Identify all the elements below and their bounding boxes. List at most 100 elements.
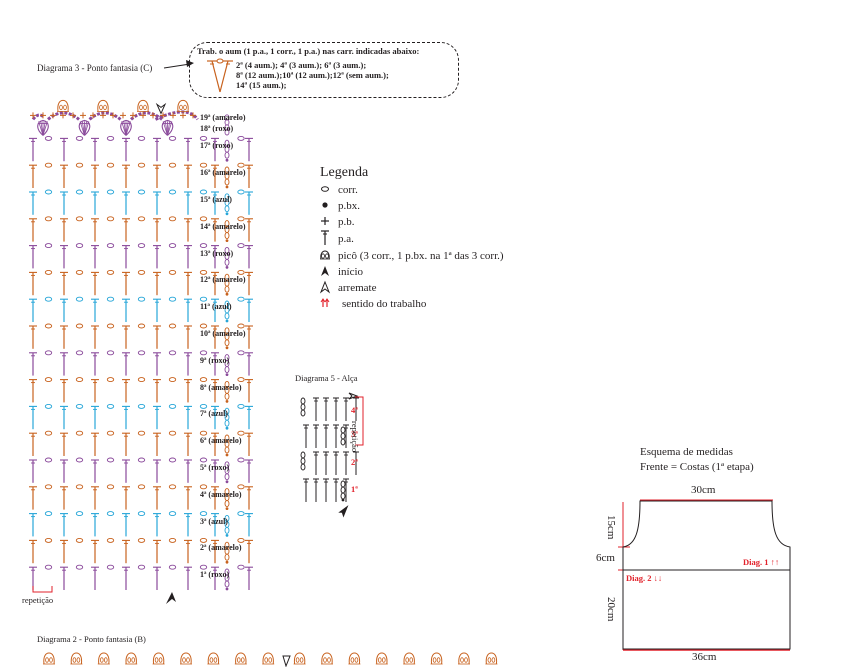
single-crochet-symbol [130, 112, 136, 119]
chain-stitch [75, 243, 84, 249]
single-crochet-plus-icon [318, 216, 332, 229]
chain-stitch [137, 323, 146, 329]
stitch-row [29, 564, 253, 591]
chain-arch [47, 111, 80, 121]
chain-stitch [237, 162, 245, 168]
picot-symbol [234, 652, 247, 665]
increase-note-title: Trab. o aum (1 p.a., 1 corr., 1 p.a.) na… [197, 46, 420, 56]
chain-stitch [106, 189, 115, 195]
picot-chain [45, 657, 49, 663]
chain-stitch [137, 350, 146, 356]
chain-stitch [199, 135, 208, 141]
chain-stitch [44, 511, 53, 517]
diag1-label: Diag. 1 ↑↑ [743, 557, 780, 567]
single-crochet-symbol [60, 112, 66, 119]
chain-stitch [199, 216, 208, 222]
picot-chain [295, 657, 300, 663]
picot-chain [323, 657, 327, 663]
finish-arrow-icon [348, 392, 359, 400]
chain-stitch [44, 243, 53, 249]
chain-stitch [237, 189, 245, 195]
stitch-row [29, 377, 253, 403]
picot-chain [213, 657, 218, 663]
chain-stitch [44, 430, 53, 436]
row-label: 19ª (amarelo) [200, 113, 246, 123]
chain-stitch [137, 189, 146, 195]
picot-chain [103, 104, 107, 111]
chain-stitch [75, 135, 84, 141]
chain-stitch [224, 300, 230, 308]
picot-chain [432, 657, 437, 663]
row-label: 6ª (amarelo) [200, 436, 242, 446]
picot-arc [430, 652, 443, 665]
double-crochet-t-icon [318, 229, 332, 249]
slip-stitch [225, 534, 229, 537]
chain-stitch [224, 380, 230, 388]
chain-stitch [137, 511, 146, 517]
chain-stitch [168, 296, 177, 302]
chain-stitch [75, 269, 84, 275]
chain-stitch [199, 430, 208, 436]
legend-item: corr. [318, 182, 504, 198]
legend-label: picô (3 corr., 1 p.bx. na 1ª das 3 corr.… [338, 250, 504, 262]
slip-stitch [225, 266, 229, 269]
picot-symbol [348, 652, 361, 665]
row-label: 11ª (azul) [200, 302, 232, 312]
slip-stitch [225, 239, 229, 243]
picot-arc [485, 652, 498, 665]
chain-stitch [137, 216, 146, 222]
chain-stitch [237, 484, 245, 490]
strap-row [303, 478, 349, 502]
picot-arc [376, 652, 388, 665]
slip-stitch [225, 212, 229, 216]
slip-stitch [225, 292, 229, 296]
increase-note-box [189, 42, 459, 98]
stitch-row [29, 484, 253, 510]
slip-stitch [225, 507, 229, 510]
chain-stitch [224, 488, 230, 496]
chain-stitch [168, 564, 177, 570]
picot-arc [177, 99, 189, 112]
picot-arc [458, 652, 470, 665]
chain-stitch [237, 430, 245, 436]
stitch-row [29, 243, 253, 269]
chain-stitch [106, 269, 115, 275]
stitch-row [29, 323, 253, 350]
picot-symbol [57, 99, 69, 112]
legend-item: sentido do trabalho [318, 296, 504, 312]
bottom-width-label: 36cm [692, 651, 717, 663]
picot-symbol [70, 652, 83, 665]
row-label: 18ª (roxo) [200, 124, 234, 134]
finish-arrow-icon [318, 280, 332, 296]
chain-stitch [44, 403, 53, 409]
picot-arc [403, 652, 415, 665]
chain-stitch [300, 409, 306, 417]
row-label: 8ª (amarelo) [200, 382, 242, 392]
row-label: 2ª (amarelo) [200, 543, 242, 553]
slip-stitch [225, 319, 229, 323]
chain-stitch [106, 430, 115, 436]
chain-stitch [199, 189, 208, 195]
chain-stitch [106, 162, 115, 168]
chain-stitch [199, 323, 208, 329]
repeat-label: repetição [22, 595, 54, 605]
picot-symbol [403, 652, 416, 665]
slip-stitch [341, 498, 345, 502]
chain-stitch [168, 216, 177, 222]
picot-arc [207, 652, 220, 665]
strap-row [300, 451, 359, 475]
diagram5-title: Diagrama 5 - Alça [295, 373, 358, 383]
single-crochet-symbol [30, 112, 36, 119]
stitch-row [29, 511, 253, 537]
chain-stitch [199, 296, 208, 302]
chain-stitch [75, 216, 84, 222]
chain-stitch [106, 457, 115, 463]
diagram5-row-label: 3ª [351, 429, 358, 439]
cluster-symbol [78, 111, 122, 136]
chain-stitch [168, 430, 177, 436]
picot-symbol [43, 652, 55, 665]
chain-stitch [237, 216, 245, 222]
picot-arc [262, 652, 274, 665]
chain-stitch [224, 461, 230, 469]
